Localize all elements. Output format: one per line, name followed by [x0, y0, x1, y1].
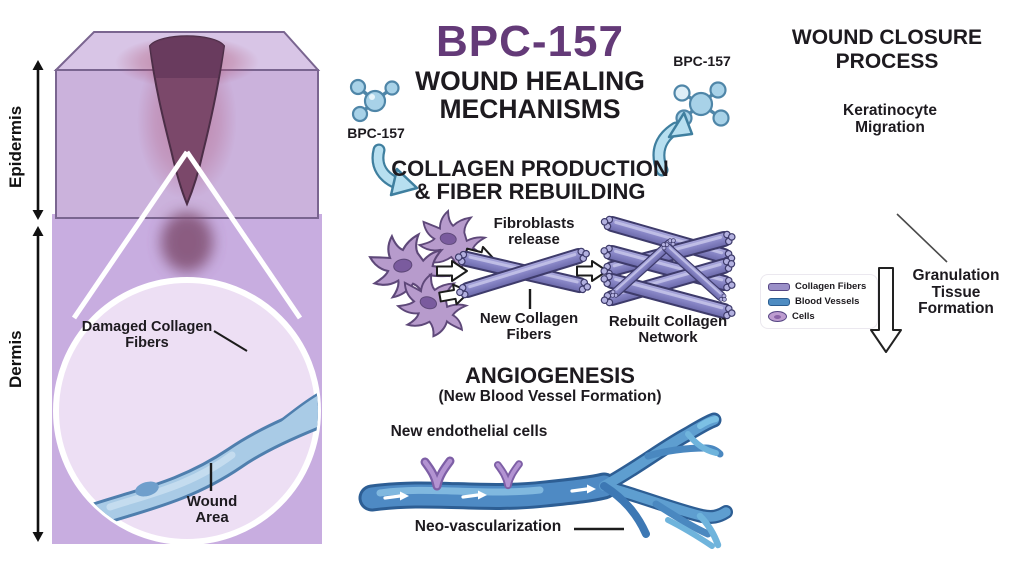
molecule-left-label: BPC-157 [347, 125, 405, 141]
granulation-pointer-line [895, 212, 949, 264]
rebuilt-collagen-network-illustration [597, 212, 739, 323]
legend-item-cells: Cells [768, 311, 870, 322]
fibroblasts-label: Fibroblasts release [493, 215, 575, 249]
angiogenesis-vessel-illustration [358, 412, 733, 549]
epidermis-label: Epidermis [6, 105, 25, 189]
arrow-down-curved-icon [371, 143, 419, 197]
collagen-swatch-icon [768, 282, 790, 291]
epidermis-range-arrow [32, 60, 44, 220]
vessel-swatch-icon [768, 297, 790, 306]
new-collagen-fibers-illustration [452, 244, 594, 309]
molecule-right-label: BPC-157 [673, 53, 731, 69]
bpc157-molecule-icon-right [673, 81, 730, 127]
page-title: BPC-157 [436, 17, 624, 66]
page-subtitle: WOUND HEALING MECHANISMS [415, 66, 645, 124]
arrow-up-curved-icon [652, 111, 694, 177]
keratinocyte-label: Keratinocyte Migration [843, 102, 937, 136]
new-collagen-label: New Collagen Fibers [479, 310, 579, 344]
wound-inset-circle-illustration [53, 277, 321, 545]
collagen-section-heading: COLLAGEN PRODUCTION & FIBER REBUILDING [391, 156, 669, 205]
down-arrow-icon [870, 267, 902, 353]
blood-vessel-inset [79, 392, 318, 529]
damaged-collagen-label: Damaged Collagen Fibers [81, 319, 213, 351]
legend-item-vessels: Blood Vessels [768, 296, 870, 307]
wound-area-label: Wound Area [186, 493, 238, 527]
rebuilt-network-label: Rebuilt Collagen Network [608, 313, 728, 347]
legend: Collagen Fibers Blood Vessels Cells [761, 275, 877, 328]
endothelial-cells-label: New endothelial cells [390, 423, 548, 440]
angiogenesis-heading: ANGIOGENESIS [465, 363, 635, 388]
angiogenesis-subheading: (New Blood Vessel Formation) [438, 388, 662, 405]
wound-gap [148, 35, 226, 272]
wound-closure-title: WOUND CLOSURE PROCESS [791, 26, 983, 73]
granulation-label: Granulation Tissue Formation [912, 267, 1000, 318]
bpc157-molecule-icon-left [349, 78, 400, 123]
dermis-label: Dermis [6, 330, 25, 388]
dermis-range-arrow [32, 226, 44, 542]
neovascularization-label: Neo-vascularization [414, 518, 562, 535]
cell-swatch-icon [768, 311, 787, 322]
legend-item-collagen: Collagen Fibers [768, 281, 870, 292]
